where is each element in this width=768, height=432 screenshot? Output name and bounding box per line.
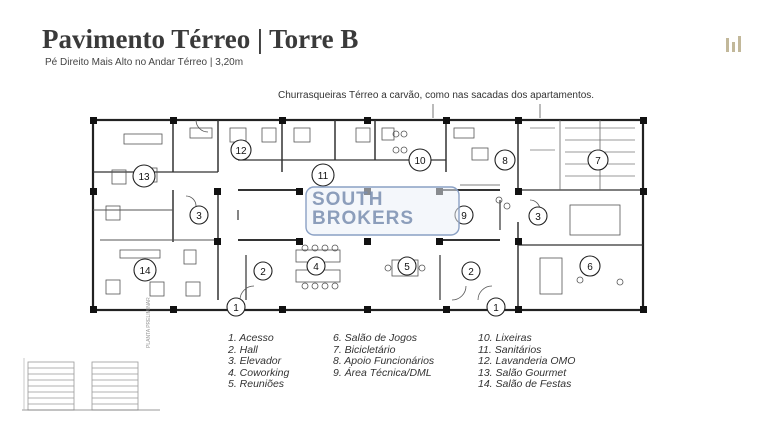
marker-coworking <box>306 256 326 276</box>
marker-hall-right <box>461 261 481 281</box>
building-elevation-icon <box>22 358 160 411</box>
marker-label: 2 <box>260 267 266 278</box>
legend-item: 14. Salão de Festas <box>478 378 572 391</box>
marker-label: 11 <box>318 171 329 182</box>
barbecue-note: Churrasqueiras Térreo a carvão, como nas… <box>278 90 595 101</box>
marker-bike-storage <box>587 149 609 171</box>
marker-label: 2 <box>468 267 474 278</box>
legend-item: 1. Acesso <box>228 332 274 344</box>
page-title: Pavimento Térreo | Torre B <box>42 24 359 54</box>
marker-elevator-right <box>528 206 548 226</box>
legend-item: 9. Área Técnica/DML <box>333 366 432 379</box>
watermark-frame <box>305 186 460 236</box>
legend-item: 13. Salão Gourmet <box>478 366 567 379</box>
marker-meetings <box>397 256 417 276</box>
marker-waste-room <box>408 148 432 172</box>
marker-label: 3 <box>196 211 202 222</box>
legend-column-2: 6. Salão de Jogos 7. Bicicletário 8. Apo… <box>333 332 435 379</box>
marker-label: 8 <box>502 156 508 167</box>
marker-label: 1 <box>493 303 499 314</box>
marker-access-right <box>486 297 506 317</box>
legend-item: 4. Coworking <box>228 366 290 379</box>
marker-laundry <box>230 139 252 161</box>
page-subtitle: Pé Direito Mais Alto no Andar Térreo | 3… <box>45 57 244 68</box>
marker-hall-left <box>253 261 273 281</box>
marker-restrooms <box>311 163 335 187</box>
marker-gourmet-room <box>132 164 156 188</box>
legend-item: 5. Reuniões <box>228 378 285 391</box>
watermark-line2: BROKERS <box>312 208 415 229</box>
marker-elevator-left <box>189 205 209 225</box>
marker-label: 13 <box>138 172 150 183</box>
marker-access-left <box>226 297 246 317</box>
marker-staff-support <box>494 149 516 171</box>
marker-label: 1 <box>233 303 239 314</box>
marker-label: 4 <box>313 262 319 273</box>
watermark: SOUTH BROKERS <box>312 190 414 228</box>
marker-party-room <box>133 258 157 282</box>
legend-item: 8. Apoio Funcionários <box>333 355 435 368</box>
watermark-line1: SOUTH <box>312 189 384 210</box>
legend-item: 10. Lixeiras <box>478 332 532 344</box>
marker-label: 14 <box>139 266 151 277</box>
legend-item: 12. Lavanderia OMO <box>478 355 576 368</box>
legend-item: 2. Hall <box>228 343 258 356</box>
legend-column-1: 1. Acesso 2. Hall 3. Elevador 4. Coworki… <box>228 332 290 391</box>
legend-column-3: 10. Lixeiras 11. Sanitários 12. Lavander… <box>478 332 576 391</box>
legend-item: 7. Bicicletário <box>333 343 396 356</box>
marker-label: 6 <box>587 262 593 273</box>
legend-item: 3. Elevador <box>228 355 282 368</box>
legend-item: 11. Sanitários <box>478 343 542 356</box>
marker-games-room <box>579 255 601 277</box>
marker-label: 9 <box>461 211 467 222</box>
marker-label: 12 <box>235 146 247 157</box>
building-label: PLANTA PRELIMINAR <box>146 297 152 348</box>
marker-label: 7 <box>595 156 601 167</box>
legend-item: 6. Salão de Jogos <box>333 332 418 344</box>
marker-label: 3 <box>535 212 541 223</box>
marker-label: 5 <box>404 262 410 273</box>
brand-logo-icon <box>726 36 742 52</box>
marker-label: 10 <box>414 156 426 167</box>
